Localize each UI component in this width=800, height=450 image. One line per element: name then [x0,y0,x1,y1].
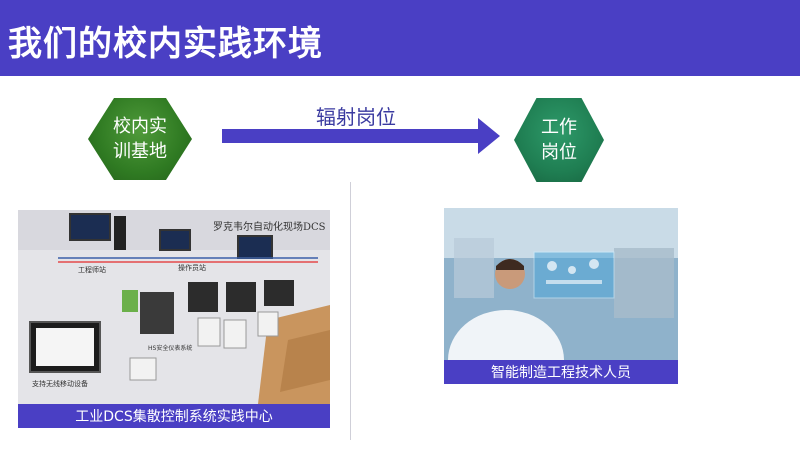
hexagon-campus-training-base: 校内实 训基地 [88,98,192,180]
header-bar: 我们的校内实践环境 [0,0,800,76]
caption-smart-manufacturing: 智能制造工程技术人员 [444,360,678,384]
dcs-lab-photo: 罗克韦尔自动化现场DCS 工程师站 操作员站 支持无线移动设备 HS安全仪表系统 [18,210,330,404]
vertical-divider [350,182,351,440]
smart-manufacturing-photo [444,208,678,360]
dcs-lab-illustration: 罗克韦尔自动化现场DCS 工程师站 操作员站 支持无线移动设备 HS安全仪表系统 [18,210,330,404]
right-arrow-icon [222,118,500,154]
hex-right-line2: 岗位 [541,142,577,163]
label-operator-station: 操作员站 [178,263,206,272]
hex-left-line1: 校内实 [113,116,167,137]
label-sis: HS安全仪表系统 [148,344,192,352]
page-title: 我们的校内实践环境 [8,24,323,64]
hexagon-job-position: 工作 岗位 [514,98,604,182]
caption-dcs-lab: 工业DCS集散控制系统实践中心 [18,404,330,428]
scene-title: 罗克韦尔自动化现场DCS [213,220,326,233]
smart-manufacturing-illustration [444,208,678,360]
hex-right-line1: 工作 [541,117,577,138]
label-wireless-support: 支持无线移动设备 [32,379,88,388]
label-engineer-station: 工程师站 [78,265,106,274]
arrow-label: 辐射岗位 [316,105,396,129]
hex-left-line2: 训基地 [113,141,167,162]
